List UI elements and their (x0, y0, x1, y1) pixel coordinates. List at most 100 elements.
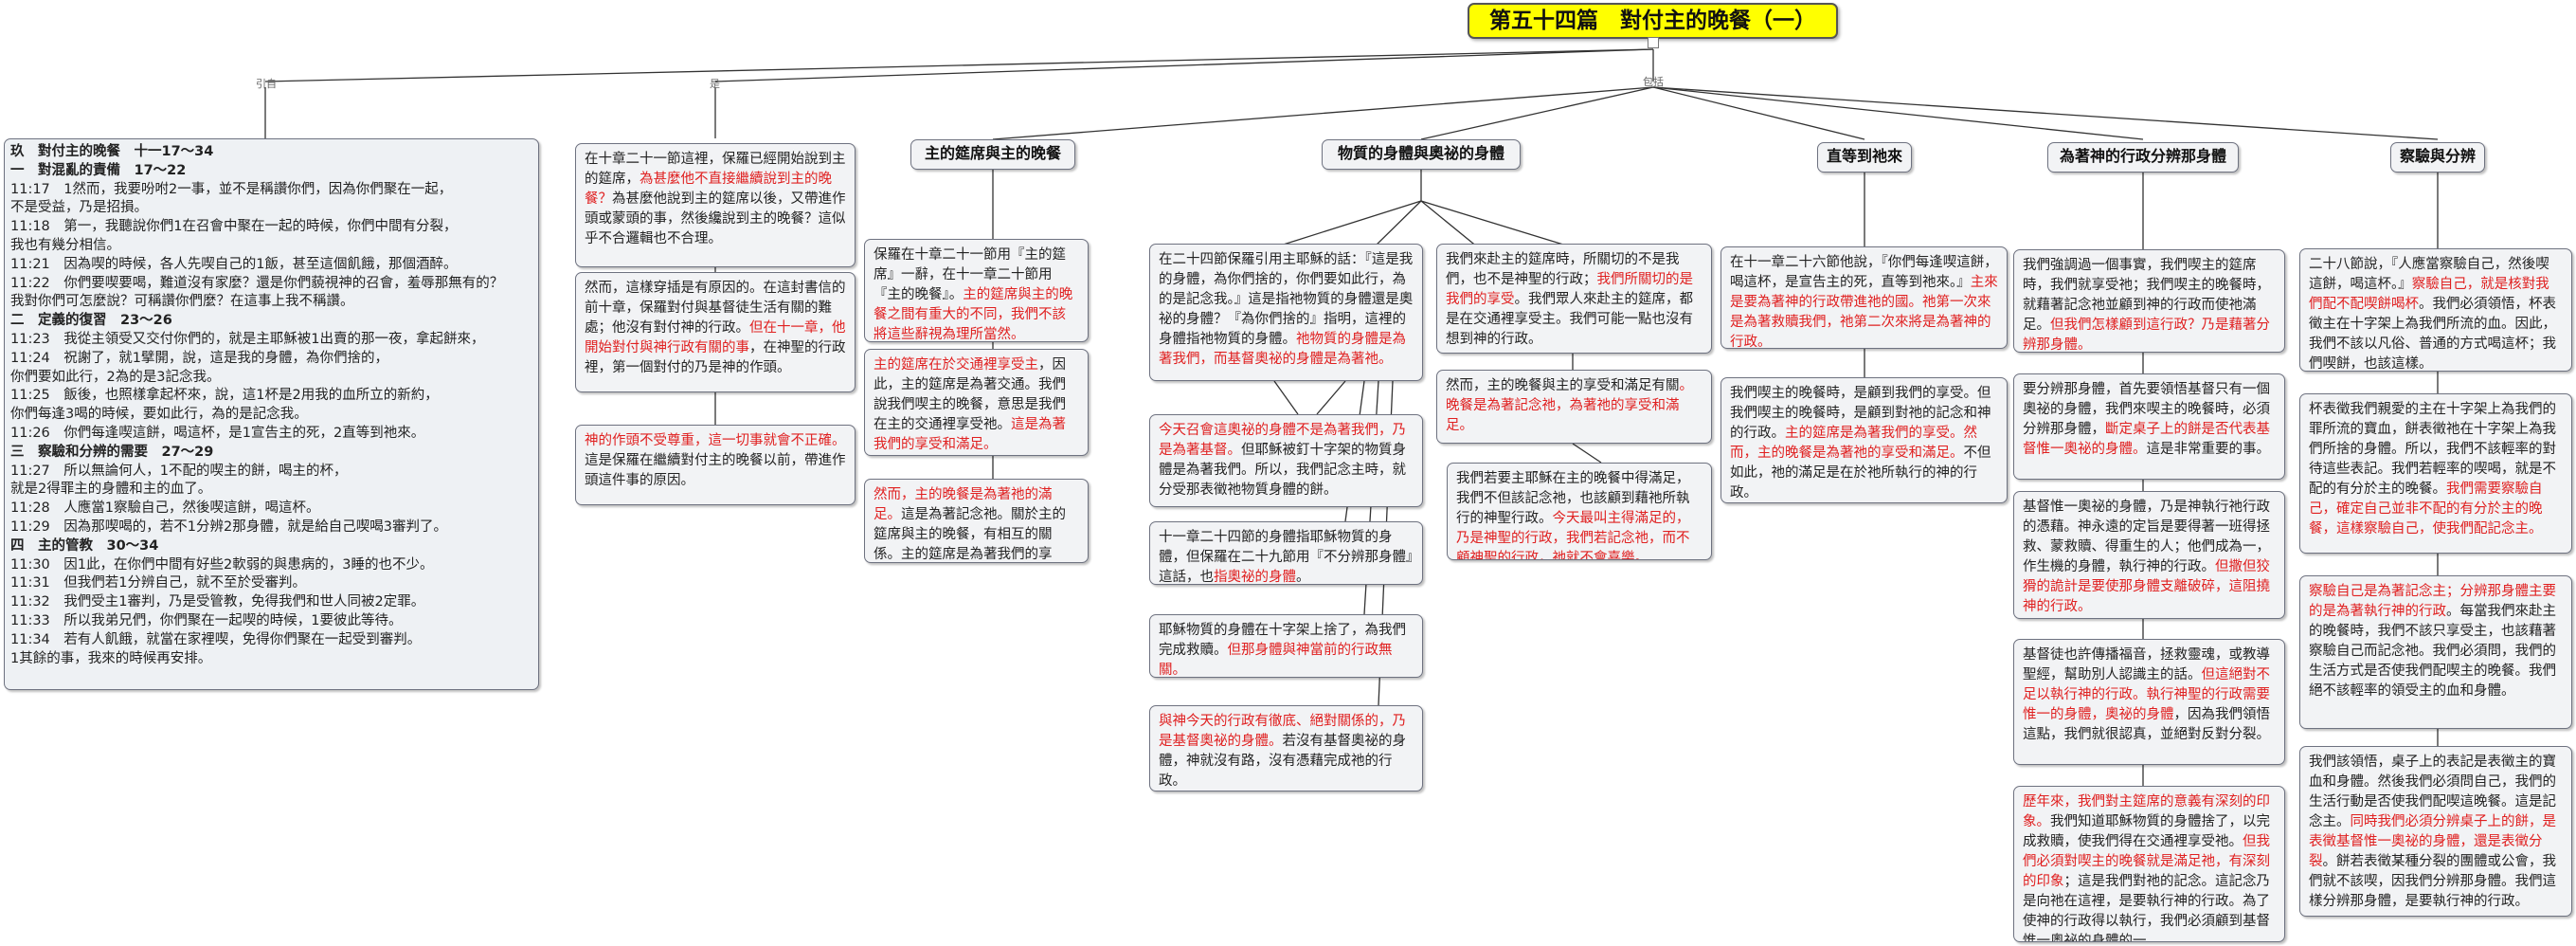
node-text: 我們強調過一個事實，我們喫主的筵席時，我們就享受祂；我們喫主的晚餐時，就藉著記念… (2023, 258, 2270, 333)
node-col2-5[interactable]: 與神今天的行政有徹底、絕對關係的，乃是基督奧祕的身體。若沒有基督奧祕的身體，神就… (1149, 705, 1423, 791)
highlight-text: 但我們怎樣顧到這行政？乃是藉著分辨那身體。 (2023, 318, 2270, 353)
highlight-text: 主來是要為著神的行政帶進祂的國。祂第一次來是為著救贖我們，祂第二次來將是為著神的… (1730, 275, 1998, 349)
node-text: 保羅在十章二十一節用『主的筵席』一辭，在十一章二十節用『主的晚餐』。 (874, 247, 1066, 302)
highlight-text: 我們所關切的是我們的享受 (1446, 272, 1693, 307)
node-col2-1[interactable]: 在二十四節保羅引用主耶穌的話：『這是我的身體，為你們捨的，你們要如此行，為的是記… (1149, 244, 1423, 381)
reference-line: 11:32 我們受主1審判，乃是受管教，免得我們和世人同被2定罪。 (10, 594, 425, 610)
node-text: 這是非常重要的事。 (2146, 442, 2271, 457)
node-col2-2[interactable]: 今天召會這奧祕的身體不是為著我們，乃是為著基督。但耶穌被釘十字架的物質身體是為著… (1149, 414, 1423, 507)
reference-line: 11:22 你們要喫要喝，難道沒有家麼？還是你們藐視神的召會，羞辱那無有的？ (10, 275, 504, 291)
node-col5-4[interactable]: 基督徒也許傳播福音，拯救靈魂，或教導聖經，幫助別人認識主的話。但這絕對不足以執行… (2013, 639, 2285, 765)
node-text: 。 (1296, 570, 1310, 585)
reference-heading: 二 定義的復習 23～26 (10, 313, 172, 329)
highlight-text: 但我們必須對喫主的晚餐就是滿足祂，有深刻的印象 (2023, 834, 2270, 889)
reference-line: 11:28 人應當1察驗自己，然後喫這餅，喝這杯。 (10, 500, 320, 517)
highlight-text: 但那身體與神當前的行政無關。 (1159, 643, 1393, 678)
highlight-text: 但在十一章，他開始對付與神行政有關的事 (585, 320, 846, 355)
highlight-text: 祂物質的身體是為著我們，而基督奧祕的身體是為著祂。 (1159, 332, 1406, 367)
connector-is: 是 (710, 78, 720, 90)
reference-line: 11:33 所以我弟兄們，你們聚在一起喫的時候，1要彼此等待。 (10, 612, 403, 628)
highlight-text: 今天最叫主得滿足的，乃是神聖的行政，我們若記念祂，而不顧神聖的行政，祂就不會喜樂… (1456, 511, 1690, 560)
node-text: 在十章二十一節這裡，保羅已經開始說到主的筵席， (585, 152, 846, 187)
category-table-and-supper[interactable]: 主的筵席與主的晚餐 (910, 139, 1075, 170)
node-text: ；這是我們對祂的記念。這記念乃是向祂在這裡，是要執行神的行政。為了使神的行政得以… (2023, 874, 2270, 942)
node-text: 不但如此，祂的滿足是在於祂所執行的神的行政。 (1730, 446, 1991, 500)
reference-line: 11:34 若有人飢餓，就當在家裡喫，免得你們聚在一起受到審判。 (10, 631, 422, 647)
node-text: ，在神聖的行政裡，第一個對付的乃是神的作頭。 (585, 340, 846, 375)
connector-quote: 引自 (256, 78, 277, 90)
node-text: 二十八節說，『人應當察驗自己，然後喫這餅，喝這杯。』 (2309, 257, 2549, 292)
node-col6-3[interactable]: 察驗自己是為著記念主；分辨那身體主要的是為著執行神的行政。每當我們來赴主的晚餐時… (2299, 575, 2572, 729)
node-col3-2[interactable]: 然而，主的晚餐與主的享受和滿足有關。晚餐是為著記念祂，為著祂的享受和滿足。 (1436, 370, 1712, 444)
reference-line: 你們要如此行，2為的是3記念我。 (10, 369, 221, 385)
reference-line: 我也有幾分相信。 (10, 237, 120, 253)
node-text: 基督惟一奧祕的身體，乃是神執行祂行政的憑藉。神永遠的定旨是要得著一班得拯救、蒙救… (2023, 500, 2270, 574)
node-col1-3[interactable]: 然而，主的晚餐是為著祂的滿足。這是為著記念祂。關於主的筵席與主的晚餐，有相互的關… (864, 479, 1089, 563)
node-text: 要分辨那身體，首先要領悟基督只有一個奧祕的身體，我們來喫主的晚餐時，必須分辨那身… (2023, 382, 2270, 437)
node-text: 。我們眾人來赴主的筵席，都是在交通裡享受主。我們可能一點也沒有想到神的行政。 (1446, 292, 1693, 347)
node-text: 我們知道耶穌物質的身體捨了，以完成救贖，使我們得在交通裡享受祂。 (2023, 814, 2270, 849)
node-text: 基督徒也許傳播福音，拯救靈魂，或教導聖經，幫助別人認識主的話。 (2023, 647, 2270, 682)
highlight-text: 斷定桌子上的餅是否代表基督惟一奧祕的身體。 (2023, 422, 2270, 457)
highlight-text: 歷年來，我們對主筵席的意義有深刻的印象。 (2023, 794, 2270, 829)
reference-line: 11:21 因為喫的時候，各人先喫自己的1飯，甚至這個飢餓，那個酒醉。 (10, 256, 458, 272)
highlight-text: 與神今天的行政有徹底、絕對關係的，乃是基督奧祕的身體。 (1159, 714, 1406, 749)
node-col5-5[interactable]: 歷年來，我們對主筵席的意義有深刻的印象。我們知道耶穌物質的身體捨了，以完成救贖，… (2013, 786, 2285, 942)
reference-line: 11:27 所以無論何人，1不配的喫主的餅，喝主的杯， (10, 463, 348, 479)
node-text: 在二十四節保羅引用主耶穌的話：『這是我的身體，為你們捨的，你們要如此行，為的是記… (1159, 252, 1414, 347)
node-col6-1[interactable]: 二十八節說，『人應當察驗自己，然後喫這餅，喝這杯。』察驗自己，就是核對我們配不配… (2299, 248, 2572, 372)
node-text: 我們來赴主的筵席時，所關切的不是我們，也不是神聖的行政； (1446, 252, 1680, 287)
category-examine-and-discern[interactable]: 察驗與分辨 (2390, 142, 2485, 173)
category-till-he-comes[interactable]: 直等到祂來 (1817, 142, 1912, 173)
reference-line: 1其餘的事，我來的時候再安排。 (10, 650, 212, 666)
node-col1-1[interactable]: 保羅在十章二十一節用『主的筵席』一辭，在十一章二十節用『主的晚餐』。主的筵席與主… (864, 239, 1089, 342)
reference-line: 11:24 祝謝了，就1擘開，說，這是我的身體，為你們捨的， (10, 350, 389, 366)
category-discern-body-for-administration[interactable]: 為著神的行政分辨那身體 (2047, 142, 2239, 173)
highlight-text: 察驗自己，就是核對我們配不配喫餅喝杯 (2309, 277, 2549, 312)
connector-includes: 包括 (1643, 76, 1664, 88)
node-col4-2[interactable]: 我們喫主的晚餐時，是顧到我們的享受。但我們喫主的晚餐時，是顧到對祂的記念和神的行… (1720, 377, 2008, 503)
node-col4-1[interactable]: 在十一章二十六節他說，『你們每逢喫這餅，喝這杯，是宣告主的死，直等到祂來。』主來… (1720, 246, 2008, 349)
highlight-text: 然而，主的晚餐是為著祂的滿足。 (874, 487, 1053, 522)
node-text: 這是保羅在繼續對付主的晚餐以前，帶進作頭這件事的原因。 (585, 453, 846, 488)
reference-line: 我對你們可怎麼說？可稱讚你們麼？在這事上我不稱讚。 (10, 294, 354, 310)
node-text: 但耶穌被釘十字架的物質身體是為著我們。所以，我們記念主時，就分受那表徵祂物質身體… (1159, 443, 1406, 498)
node-text: 這是為著記念祂。關於主的筵席與主的晚餐，有相互的關係。主的筵席是為著我們的享受， (874, 507, 1066, 562)
reference-heading: 四 主的管教 30～34 (10, 537, 159, 554)
node-col0-2[interactable]: 然而，這樣穿插是有原因的。在這封書信的前十章，保羅對付與基督徒生活有關的難處；他… (575, 272, 856, 392)
node-text: 耶穌物質的身體在十字架上捨了，為我們完成救贖。 (1159, 623, 1406, 658)
highlight-text: 但撒但狡猾的詭計是要使那身體支離破碎，這阻撓神的行政。 (2023, 559, 2270, 614)
node-text: 我們若要主耶穌在主的晚餐中得滿足，我們不但該記念祂，也該顧到藉祂所執行的神聖行政… (1456, 471, 1690, 526)
node-col1-2[interactable]: 主的筵席在於交通裡享受主，因此，主的筵席是為著交通。我們說我們喫主的晚餐，意思是… (864, 349, 1089, 456)
node-col6-4[interactable]: 我們該領悟，桌子上的表記是表徵主的寶血和身體。然後我們必須問自己，我們的生活行動… (2299, 746, 2572, 917)
node-col0-3[interactable]: 神的作頭不受尊重，這一切事就會不正確。這是保羅在繼續對付主的晚餐以前，帶進作頭這… (575, 425, 856, 505)
reference-line: 11:23 我從主領受又交付你們的，就是主耶穌被1出賣的那一夜，拿起餅來， (10, 331, 485, 347)
reference-line: 11:18 第一，我聽說你們1在召會中聚在一起的時候，你們中間有分裂， (10, 219, 458, 235)
node-col5-3[interactable]: 基督惟一奧祕的身體，乃是神執行祂行政的憑藉。神永遠的定旨是要得著一班得拯救、蒙救… (2013, 491, 2285, 619)
reference-heading: 三 察驗和分辨的需要 27～29 (10, 444, 214, 460)
node-col2-4[interactable]: 耶穌物質的身體在十字架上捨了，為我們完成救贖。但那身體與神當前的行政無關。 (1149, 614, 1423, 678)
highlight-text: 今天召會這奧祕的身體不是為著我們，乃是為著基督。 (1159, 423, 1406, 458)
node-col6-2[interactable]: 杯表徵我們親愛的主在十字架上為我們的罪所流的寶血，餅表徵祂在十字架上為我們所捨的… (2299, 393, 2572, 554)
category-physical-and-mystical-body[interactable]: 物質的身體與奧祕的身體 (1322, 139, 1521, 170)
highlight-text: 神的作頭不受尊重，這一切事就會不正確。 (585, 433, 846, 448)
node-col3-3[interactable]: 我們若要主耶穌在主的晚餐中得滿足，我們不但該記念祂，也該顧到藉祂所執行的神聖行政… (1447, 463, 1712, 560)
node-col5-2[interactable]: 要分辨那身體，首先要領悟基督只有一個奧祕的身體，我們來喫主的晚餐時，必須分辨那身… (2013, 373, 2285, 480)
highlight-text: 我們需要察驗自己，確定自己並非不配的有分於主的晚餐，這樣察驗自己，使我們配記念主… (2309, 482, 2543, 537)
node-col0-1[interactable]: 在十章二十一節這裡，保羅已經開始說到主的筵席，為甚麼他不直接繼續說到主的晚餐？為… (575, 143, 856, 267)
collapse-toggle-icon[interactable] (1648, 37, 1659, 48)
highlight-text: 指奧祕的身體 (1214, 570, 1296, 585)
reference-line: 11:25 飯後，也照樣拿起杯來，說，這1杯是2用我的血所立的新約， (10, 388, 439, 404)
node-col3-1[interactable]: 我們來赴主的筵席時，所關切的不是我們，也不是神聖的行政；我們所關切的是我們的享受… (1436, 244, 1712, 354)
node-text: ，因此，主的筵席是為著交通。我們說我們喫主的晚餐，意思是我們在主的交通裡享受祂。 (874, 357, 1066, 432)
reference-line: 11:29 因為那喫喝的，若不1分辨2那身體，就是給自己喫喝3審判了。 (10, 518, 447, 535)
highlight-text: 主的筵席與主的晚餐之間有重大的不同，我們不該將這些辭視為理所當然。 (874, 287, 1073, 342)
highlight-text: 主的筵席是為著我們的享受。然而，主的晚餐是為著祂的享受和滿足。 (1730, 426, 1977, 461)
node-text: 然而，這樣穿插是有原因的。在這封書信的前十章，保羅對付與基督徒生活有關的難處；他… (585, 281, 846, 336)
highlight-text: 但這絕對不足以執行神的行政。執行神聖的行政需要惟一的身體，奧祕的身體 (2023, 667, 2270, 722)
node-text: ，因為我們領悟這點，我們就很認真，並絕對反對分裂。 (2023, 707, 2270, 742)
node-text: 。每當我們來赴主的晚餐時，我們不該只享受主，也該藉著察驗自己而記念祂。我們必須問… (2309, 604, 2556, 699)
node-col5-1[interactable]: 我們強調過一個事實，我們喫主的筵席時，我們就享受祂；我們喫主的晚餐時，就藉著記念… (2013, 249, 2285, 353)
node-text: 我們喫主的晚餐時，是顧到我們的享受。但我們喫主的晚餐時，是顧到對祂的記念和神的行… (1730, 386, 1991, 441)
node-col2-3[interactable]: 十一章二十四節的身體指耶穌物質的身體，但保羅在二十九節用『不分辨那身體』這話，也… (1149, 521, 1423, 585)
